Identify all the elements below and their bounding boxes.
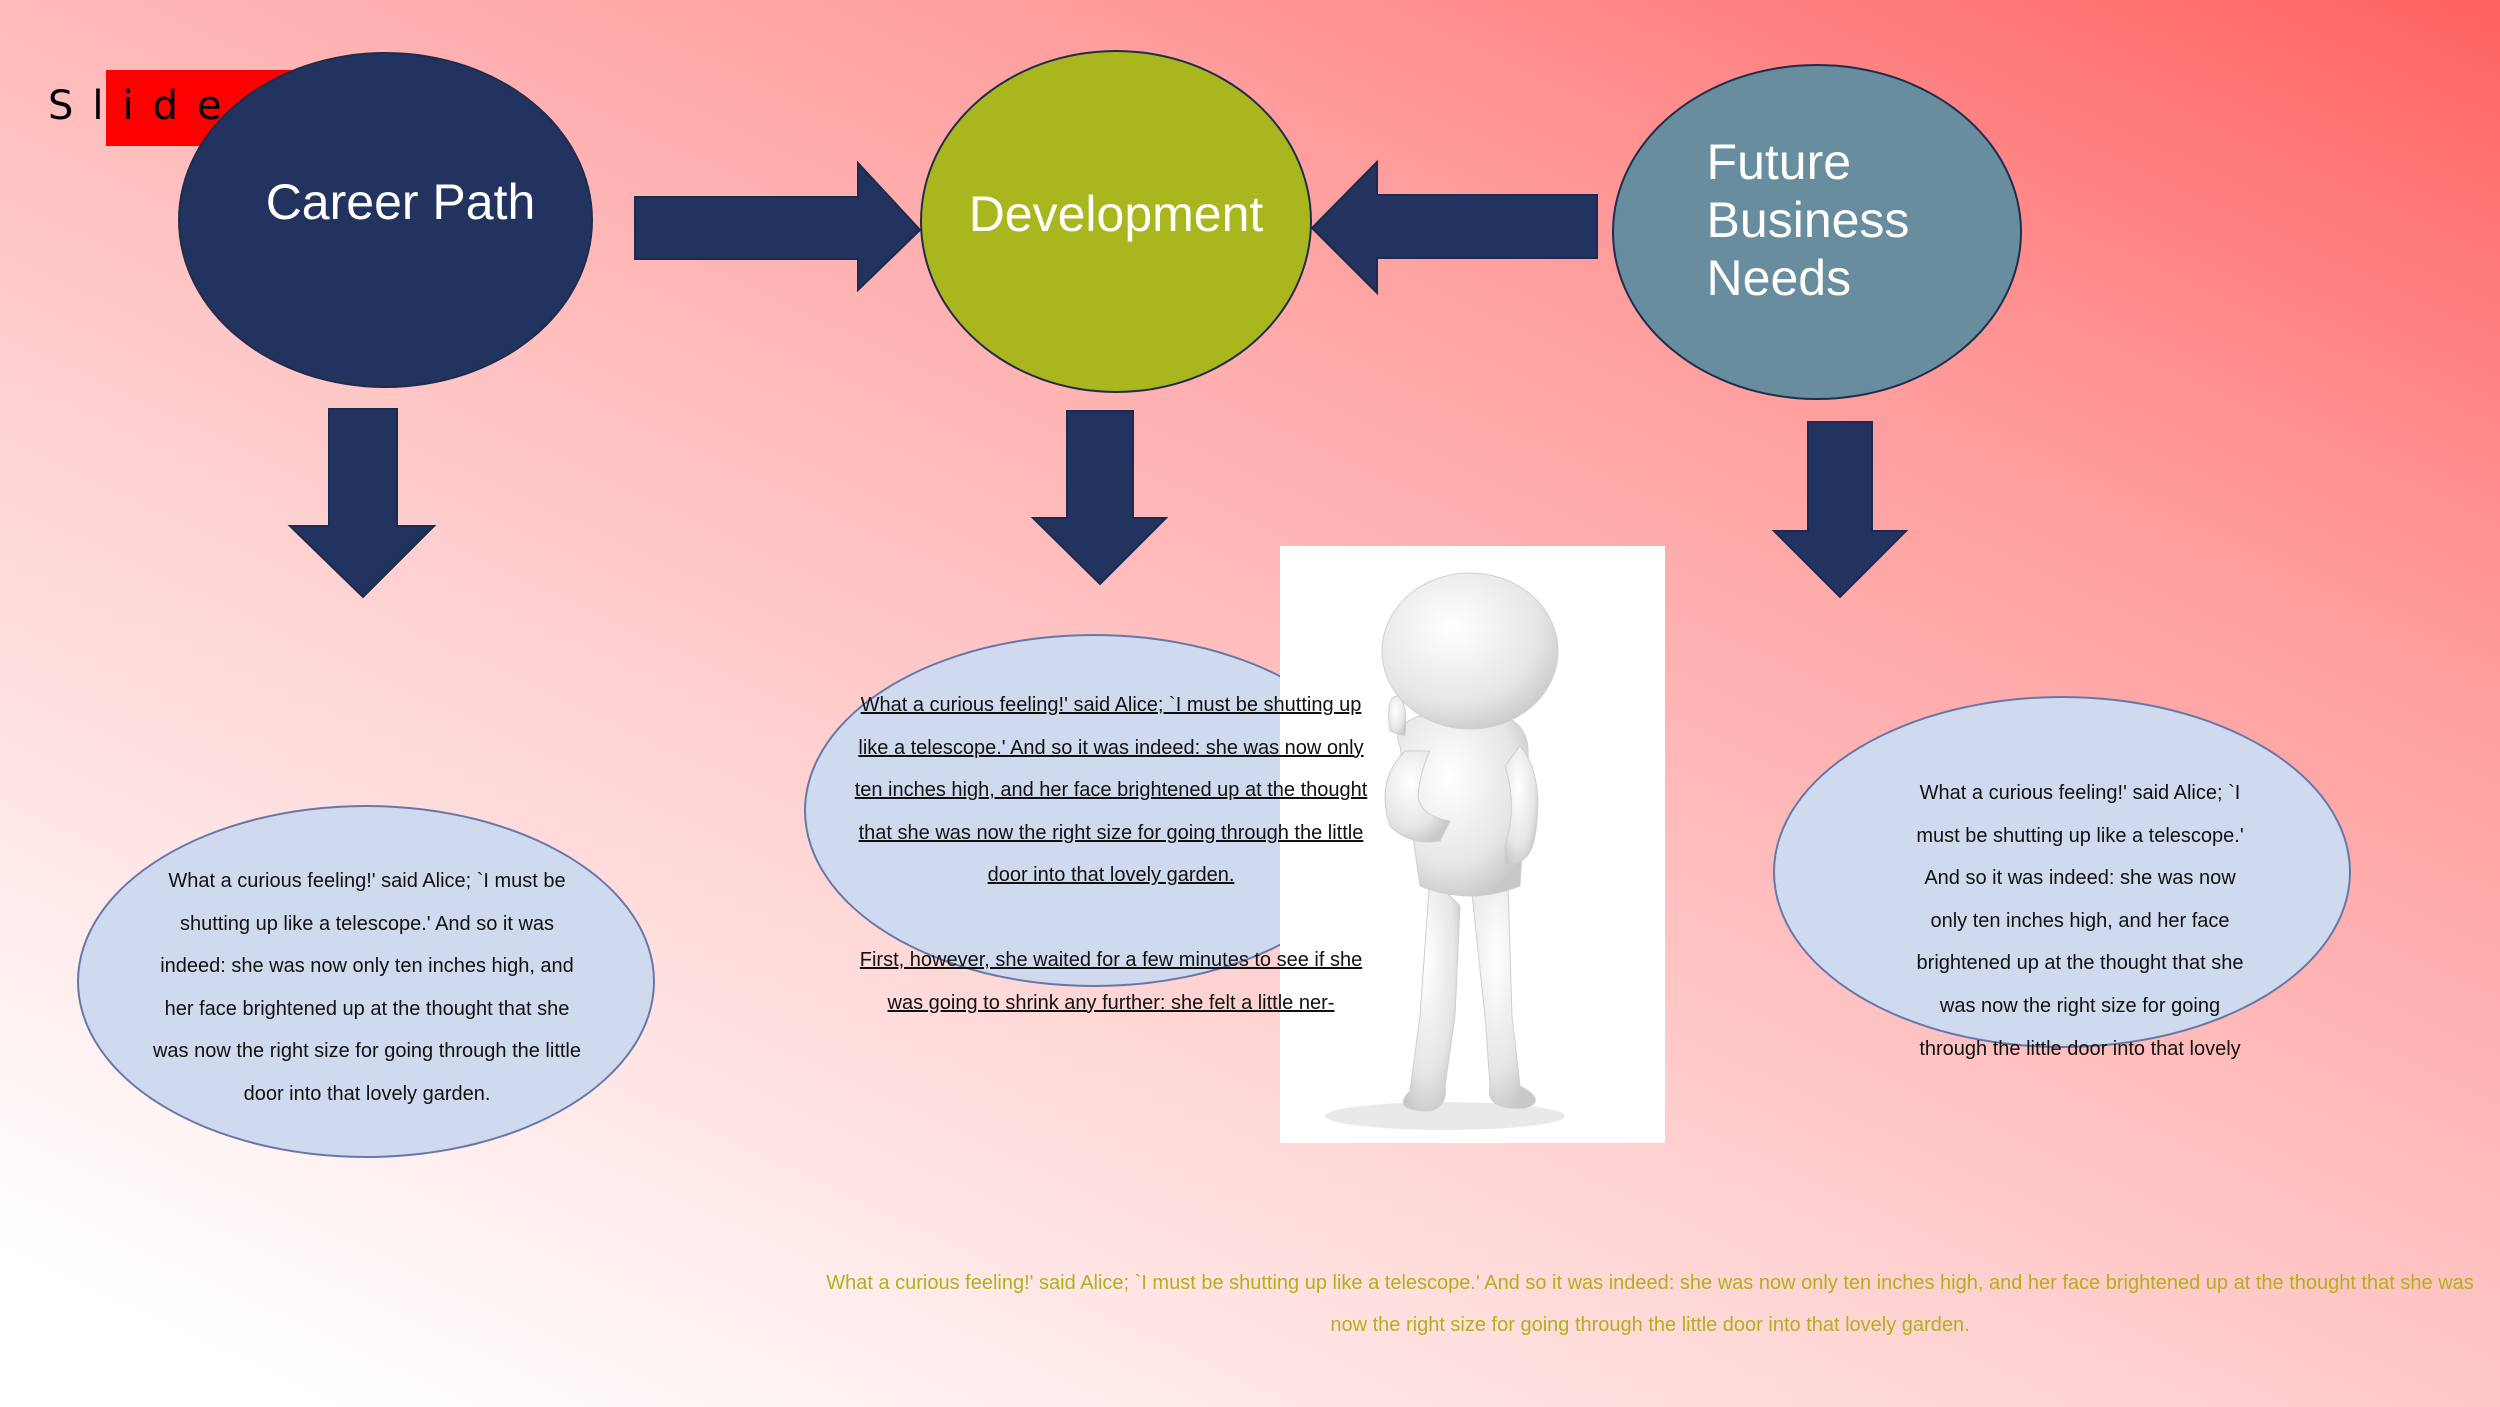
arrow-down-icon-future bbox=[1774, 422, 1906, 597]
career-path-title: Career Path bbox=[266, 173, 536, 231]
development-body-text: What a curious feeling!' said Alice; `I … bbox=[846, 684, 1376, 1024]
future-title-line-1: Future bbox=[1707, 133, 1910, 191]
paragraph-spacer bbox=[846, 897, 1376, 939]
career-body-text: What a curious feeling!' said Alice; `I … bbox=[152, 860, 582, 1116]
future-title-line-3: Needs bbox=[1707, 249, 1910, 307]
future-title-line-2: Business bbox=[1707, 191, 1910, 249]
development-paragraph-1: What a curious feeling!' said Alice; `I … bbox=[846, 684, 1376, 897]
development-node: Development bbox=[920, 50, 1312, 393]
footer-text: What a curious feeling!' said Alice; `I … bbox=[820, 1262, 2480, 1346]
arrow-left-icon bbox=[1312, 162, 1597, 293]
arrow-down-icon-career bbox=[290, 409, 434, 597]
future-business-needs-node: Future Business Needs bbox=[1612, 64, 2022, 400]
career-path-node: Career Path bbox=[178, 52, 593, 388]
arrow-right-icon bbox=[635, 163, 920, 290]
development-title: Development bbox=[969, 185, 1264, 243]
future-business-needs-title: Future Business Needs bbox=[1707, 133, 1910, 307]
future-body-text: What a curious feeling!' said Alice; `I … bbox=[1910, 772, 2250, 1070]
arrow-down-icon-development bbox=[1033, 411, 1166, 584]
development-paragraph-2: First, however, she waited for a few min… bbox=[846, 939, 1376, 1024]
